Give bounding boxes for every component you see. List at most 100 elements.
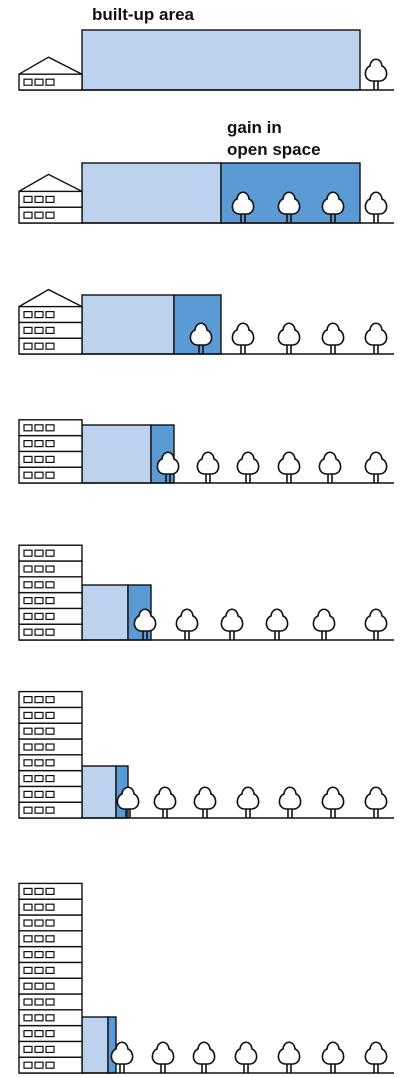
window-icon xyxy=(45,711,55,720)
building-floor xyxy=(18,305,83,324)
tree-icon xyxy=(156,451,180,483)
building-floor xyxy=(18,1024,83,1043)
building-floor xyxy=(18,993,83,1011)
tree-canopy xyxy=(193,786,217,810)
building-roof xyxy=(18,288,83,308)
window-icon xyxy=(34,455,44,463)
gain-label-line-2: open space xyxy=(227,140,321,159)
tree-trunk xyxy=(373,81,379,90)
tree-icon xyxy=(220,608,244,640)
tree-icon xyxy=(321,322,345,354)
window-icon xyxy=(45,455,55,463)
window-icon xyxy=(45,998,55,1006)
tree-canopy xyxy=(364,1041,388,1065)
window-icon xyxy=(23,628,33,636)
tree-trunk xyxy=(373,474,379,483)
tree-canopy xyxy=(318,451,342,475)
window-icon xyxy=(45,887,55,896)
building xyxy=(18,882,83,1074)
window-icon xyxy=(45,342,55,350)
tree-icon xyxy=(364,58,388,90)
window-icon xyxy=(34,903,44,911)
tree-icon xyxy=(231,322,255,354)
tree-canopy xyxy=(364,322,388,346)
tree-trunk xyxy=(119,1064,125,1073)
tree-canopy xyxy=(133,608,157,632)
window-icon xyxy=(45,919,55,927)
gain-label-line-1: gain in xyxy=(227,118,282,137)
window-icon xyxy=(23,311,33,319)
tree-canopy xyxy=(277,1041,301,1065)
window-icon xyxy=(34,1045,44,1054)
building-floor xyxy=(18,73,83,91)
window-icon xyxy=(34,596,44,605)
window-icon xyxy=(23,1061,33,1069)
window-icon xyxy=(45,549,55,557)
building-roof xyxy=(18,173,83,193)
building-floor xyxy=(18,190,83,208)
window-icon xyxy=(23,565,33,573)
building-floor xyxy=(18,576,83,594)
window-icon xyxy=(34,998,44,1006)
tree-icon xyxy=(321,1041,345,1073)
window-icon xyxy=(45,935,55,943)
tree-trunk xyxy=(330,1064,336,1073)
building xyxy=(18,690,83,819)
tree-trunk xyxy=(274,631,280,640)
building-floor xyxy=(18,977,83,995)
building-floor xyxy=(18,206,83,224)
window-icon xyxy=(34,581,44,589)
tree-canopy xyxy=(321,322,345,346)
building xyxy=(18,56,83,91)
tree-trunk xyxy=(245,474,251,483)
window-icon xyxy=(23,195,33,203)
tree-canopy xyxy=(234,1041,258,1065)
built-up-area-block xyxy=(81,765,117,819)
building xyxy=(18,419,83,484)
built-up-area-label: built-up area xyxy=(92,5,195,24)
tree-canopy xyxy=(110,1041,134,1065)
tree-icon xyxy=(321,191,345,223)
window-icon xyxy=(34,424,44,432)
window-icon xyxy=(23,78,33,86)
tree-trunk xyxy=(286,474,292,483)
tree-icon xyxy=(364,608,388,640)
window-icon xyxy=(45,695,55,704)
building-floor xyxy=(18,607,83,625)
tree-trunk xyxy=(327,474,333,483)
window-icon xyxy=(23,966,33,975)
window-icon xyxy=(23,695,33,704)
tree-canopy xyxy=(364,786,388,810)
window-icon xyxy=(45,471,55,479)
building-floor xyxy=(18,801,83,819)
window-icon xyxy=(23,1014,33,1022)
window-icon xyxy=(34,695,44,704)
tree-trunk xyxy=(125,809,131,818)
window-icon xyxy=(45,1014,55,1022)
window-icon xyxy=(45,424,55,432)
window-icon xyxy=(34,1029,44,1038)
tree-trunk xyxy=(184,631,190,640)
building-floor xyxy=(18,706,83,724)
building xyxy=(18,288,83,355)
tree-canopy xyxy=(220,608,244,632)
window-icon xyxy=(45,78,55,86)
window-icon xyxy=(23,1029,33,1038)
tree-icon xyxy=(318,451,342,483)
tree-canopy xyxy=(321,1041,345,1065)
tree-trunk xyxy=(373,809,379,818)
window-icon xyxy=(45,982,55,990)
tree-icon xyxy=(277,1041,301,1073)
window-icon xyxy=(23,950,33,959)
gain-open-space-block xyxy=(107,1016,117,1074)
window-icon xyxy=(45,903,55,911)
window-icon xyxy=(23,440,33,448)
window-icon xyxy=(23,549,33,557)
tree-trunk xyxy=(330,214,336,223)
window-icon xyxy=(23,935,33,943)
building-floor xyxy=(18,419,83,437)
tree-trunk xyxy=(229,631,235,640)
window-icon xyxy=(23,903,33,911)
tree-icon xyxy=(265,608,289,640)
